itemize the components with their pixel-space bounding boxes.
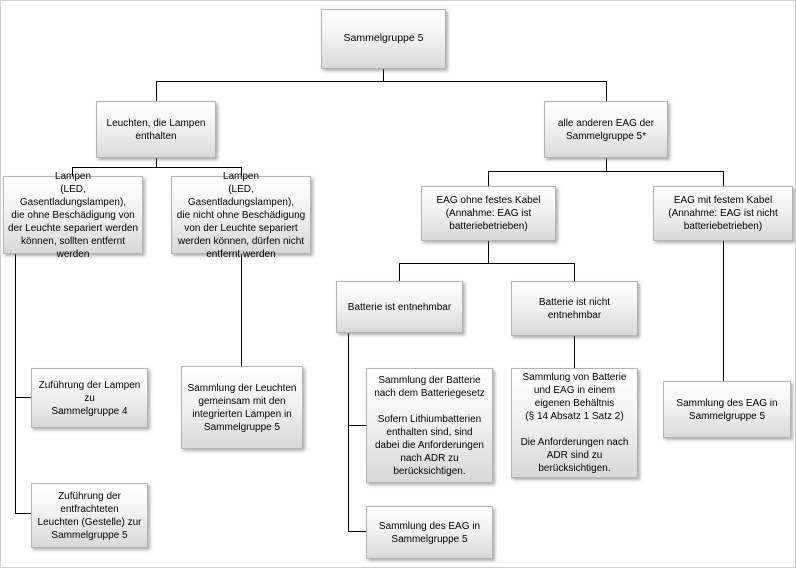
node-zufuehrung-leuchten-sg5: Zuführung der entfrachteten Leuchten (Ge… bbox=[31, 483, 148, 548]
node-eag-ohne-festes-kabel: EAG ohne festes Kabel (Annahme: EAG ist … bbox=[421, 186, 556, 241]
connector bbox=[241, 254, 242, 366]
connector bbox=[241, 167, 242, 176]
connector bbox=[72, 167, 73, 176]
connector bbox=[15, 397, 31, 398]
node-batterie-nicht-entnehmbar: Batterie ist nicht entnehmbar bbox=[511, 281, 638, 336]
node-zufuehrung-lampen-sg4: Zuführung der Lampen zu Sammelgruppe 4 bbox=[31, 368, 148, 428]
node-leuchten-mit-lampen: Leuchten, die Lampen enthalten bbox=[96, 101, 216, 158]
connector bbox=[15, 513, 31, 514]
connector bbox=[723, 241, 724, 381]
connector bbox=[606, 81, 607, 101]
connector bbox=[606, 158, 607, 172]
connector bbox=[399, 263, 400, 281]
node-sammlung-eag-sg5-links: Sammlung des EAG in Sammelgruppe 5 bbox=[366, 506, 493, 559]
node-eag-mit-festem-kabel: EAG mit festem Kabel (Annahme: EAG ist n… bbox=[653, 186, 793, 241]
connector bbox=[488, 171, 724, 172]
connector bbox=[574, 336, 575, 368]
connector bbox=[399, 263, 575, 264]
node-batterie-entnehmbar: Batterie ist entnehmbar bbox=[336, 281, 463, 333]
connector bbox=[72, 167, 242, 168]
connector bbox=[156, 158, 157, 168]
connector bbox=[348, 531, 366, 532]
connector bbox=[348, 425, 366, 426]
connector bbox=[723, 171, 724, 186]
connector bbox=[156, 81, 157, 101]
connector bbox=[488, 171, 489, 186]
connector bbox=[15, 254, 16, 514]
node-sammelgruppe-5: Sammelgruppe 5 bbox=[321, 9, 446, 69]
node-alle-anderen-eag: alle anderen EAG der Sammelgruppe 5* bbox=[544, 101, 668, 158]
connector bbox=[488, 241, 489, 263]
connector bbox=[348, 333, 349, 532]
connector bbox=[156, 81, 607, 82]
connector bbox=[574, 263, 575, 281]
node-sammlung-batterie-und-eag: Sammlung von Batterie und EAG in einem e… bbox=[511, 368, 638, 478]
node-sammlung-batterie-batteriegesetz: Sammlung der Batterie nach dem Batterieg… bbox=[366, 368, 493, 483]
connector bbox=[383, 69, 384, 82]
node-lampen-nicht-separierbar: Lampen (LED, Gasentladungslampen), die n… bbox=[171, 171, 311, 260]
node-sammlung-leuchten-sg5: Sammlung der Leuchten gemeinsam mit den … bbox=[181, 366, 303, 449]
node-sammlung-eag-sg5-rechts: Sammlung des EAG in Sammelgruppe 5 bbox=[663, 381, 791, 438]
node-lampen-separierbar: Lampen (LED, Gasentladungslampen), die o… bbox=[3, 171, 143, 260]
